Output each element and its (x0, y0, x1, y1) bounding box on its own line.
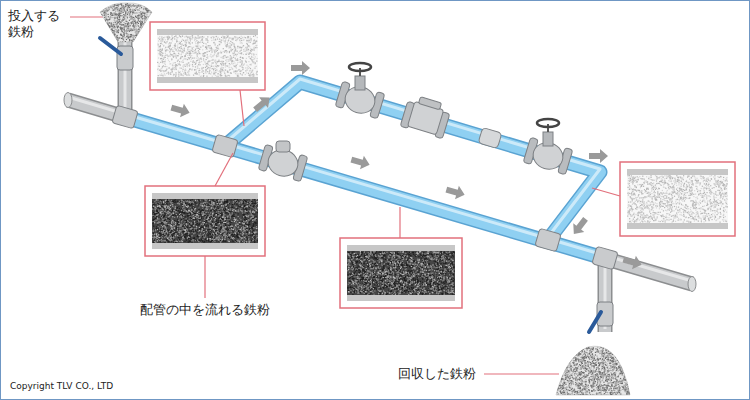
stage: 投入する 鉄粉配管の中を流れる鉄粉回収した鉄粉Copyright TLV CO.… (0, 0, 750, 400)
